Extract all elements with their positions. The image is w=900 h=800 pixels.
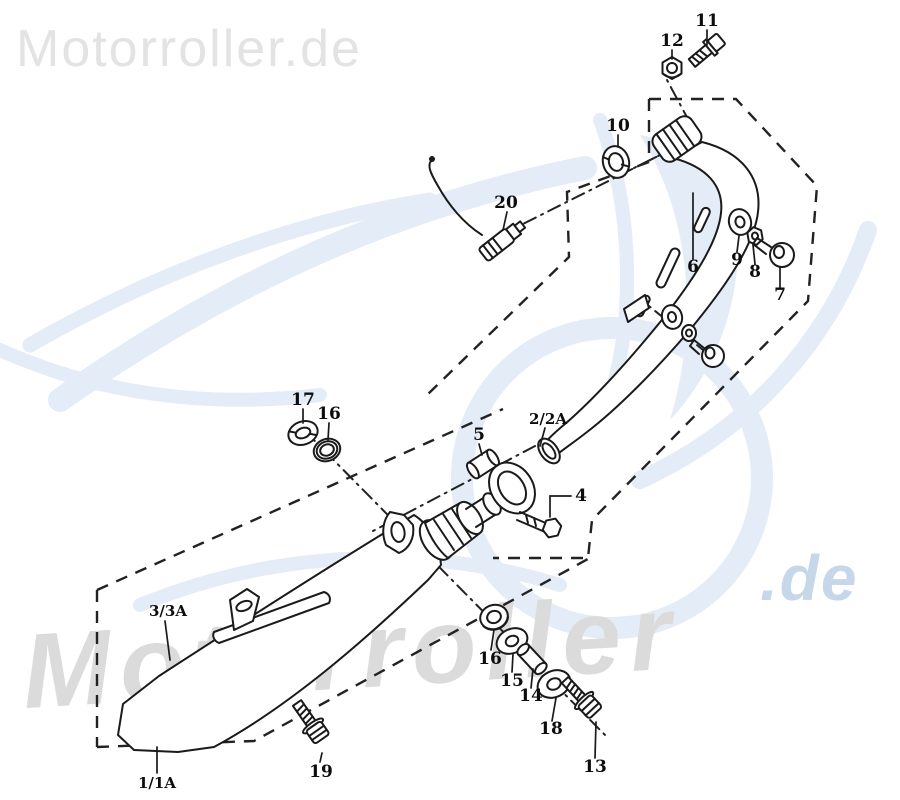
clamp-4 — [488, 461, 563, 539]
logo-watermark-top: Motorroller.de — [16, 20, 362, 78]
bolt-7 — [752, 237, 795, 268]
part-label-11: 11 — [695, 11, 719, 31]
gasket-ring-10 — [601, 145, 631, 179]
part-label-19: 19 — [309, 762, 333, 782]
washer-9 — [727, 208, 753, 236]
washer-lower — [660, 304, 684, 330]
sensor-20 — [428, 156, 527, 262]
bolt-lower — [689, 339, 725, 368]
part-label-4: 4 — [575, 486, 587, 506]
bolt-13 — [560, 675, 603, 719]
part-label-6: 6 — [687, 257, 699, 277]
part-label-5: 5 — [473, 425, 485, 445]
pipe-mounting-tab — [623, 294, 650, 323]
part-label-17: 17 — [291, 390, 315, 410]
pipe-end-opening — [537, 437, 561, 465]
bolt-19 — [291, 699, 330, 745]
spacer-14 — [516, 642, 548, 676]
part-label-3-3a: 3/3A — [149, 602, 187, 620]
ring-16-upper — [312, 437, 342, 463]
washer-17 — [287, 420, 319, 446]
part-label-7: 7 — [774, 285, 786, 305]
muffler-hanger-ear — [382, 511, 415, 554]
heat-shield-plate — [212, 591, 331, 644]
part-label-9: 9 — [731, 250, 743, 270]
leader-lines — [156, 29, 781, 774]
part-label-12: 12 — [660, 31, 684, 51]
part-label-18: 18 — [539, 719, 563, 739]
grommet-16-lower — [479, 603, 509, 631]
dashed-group-boundaries — [95, 97, 819, 749]
exhaust-flange-nut — [651, 115, 703, 163]
heat-shield-bracket — [229, 588, 260, 631]
part-label-8: 8 — [749, 262, 761, 282]
part-label-1-1a: 1/1A — [138, 774, 176, 792]
watermark-de-suffix: .de — [760, 542, 858, 614]
part-label-16-lower: 16 — [478, 649, 502, 669]
part-label-14: 14 — [519, 686, 543, 706]
part-label-13: 13 — [583, 757, 607, 777]
part-label-20: 20 — [494, 193, 518, 213]
nut-12 — [661, 56, 683, 80]
exhaust-header-pipe — [537, 115, 760, 465]
bushing-5 — [465, 448, 501, 480]
part-label-2-2a: 2/2A — [529, 410, 567, 428]
part-label-10: 10 — [606, 116, 630, 136]
part-label-15: 15 — [500, 671, 524, 691]
nut-lower — [681, 324, 697, 342]
part-labels: 11 12 10 20 6 9 8 7 2/2A 5 4 17 16 3/3A … — [138, 11, 786, 792]
part-label-16-upper: 16 — [317, 404, 341, 424]
